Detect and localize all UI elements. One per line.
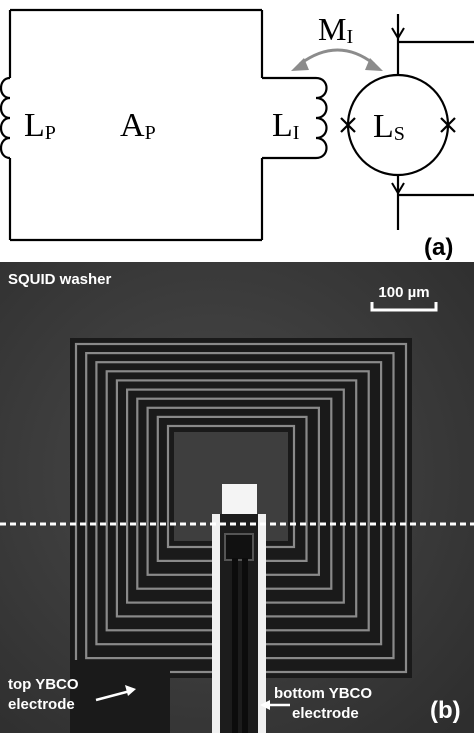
squid-inductance-label: LS: [373, 108, 405, 145]
bottom-electrode-label: bottom YBCO electrode: [274, 685, 376, 722]
bottom-electrode-lead-right: [258, 514, 266, 733]
circuit-schematic-panel: LP AP LI MI LS (a): [0, 0, 474, 262]
input-inductance-label: LI: [272, 107, 299, 144]
junction-pad: [222, 484, 257, 519]
pickup-inductor-coil: [0, 76, 11, 160]
squid-junction-structure: [224, 533, 254, 561]
josephson-junction-right: [440, 117, 456, 133]
squid-bias-leads: [396, 14, 474, 230]
input-inductor-coil: [315, 76, 328, 160]
top-ybco-electrode: [70, 660, 170, 733]
pickup-inductance-label: LP: [24, 107, 56, 144]
micrograph-title: SQUID washer: [8, 271, 112, 288]
bias-current-arrow-top: [391, 27, 405, 40]
scale-bar: [370, 302, 438, 312]
scale-bar-label: 100 µm: [378, 284, 429, 301]
mutual-inductance-arrow-head-right: [365, 58, 383, 71]
squid-micrograph-panel: SQUID washer 100 µm top YBCO electrode b…: [0, 262, 474, 733]
mutual-inductance-label: MI: [318, 11, 353, 48]
pickup-loop: [8, 8, 316, 242]
pickup-area-label: AP: [120, 107, 156, 144]
top-electrode-arrow-head: [125, 685, 136, 696]
bottom-electrode-lead-left: [212, 514, 220, 733]
josephson-junction-left: [340, 117, 356, 133]
panel-b-label: (b): [430, 697, 461, 724]
top-electrode-label: top YBCO electrode: [8, 676, 83, 713]
mutual-inductance-arrow: [299, 48, 375, 66]
squid-micrograph-svg: SQUID washer 100 µm top YBCO electrode b…: [0, 262, 474, 733]
top-electrode-arrow: [95, 689, 131, 702]
circuit-schematic-svg: LP AP LI MI LS (a): [0, 8, 474, 261]
feedline-right: [242, 558, 248, 733]
feedline-left: [232, 558, 238, 733]
bottom-electrode-arrow-head: [260, 700, 270, 710]
panel-a-label: (a): [424, 234, 453, 261]
bias-current-arrow-bottom: [391, 182, 405, 195]
mutual-inductance-arrow-head-left: [291, 58, 309, 71]
